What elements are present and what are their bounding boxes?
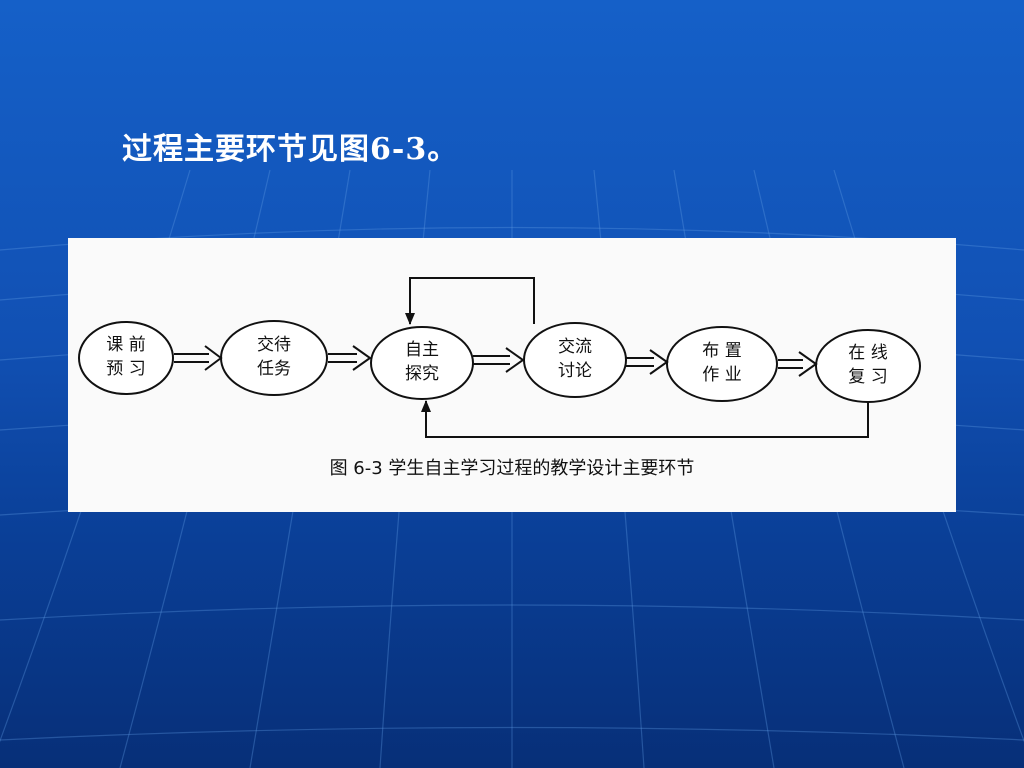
node-homework-line1: 布 置 [702, 341, 741, 361]
flow-arrow-3 [473, 347, 525, 373]
flow-arrow-1 [174, 345, 223, 371]
figure-caption: 图 6-3 学生自主学习过程的教学设计主要环节 [330, 458, 695, 479]
node-self-explore-line2: 探究 [405, 364, 439, 384]
node-homework-line2: 作 业 [702, 365, 741, 385]
feedback-loop-bottom [421, 400, 869, 438]
node-assign-task: 交待 任务 [220, 320, 328, 396]
node-discussion-line2: 讨论 [558, 361, 592, 381]
node-preview-line2: 预 习 [106, 359, 145, 379]
node-self-explore: 自主 探究 [370, 326, 474, 400]
node-online-review-line2: 复 习 [848, 367, 887, 387]
node-preview-line1: 课 前 [106, 335, 145, 355]
flow-arrow-4 [626, 349, 669, 375]
node-assign-task-line1: 交待 [257, 335, 291, 355]
node-online-review-line1: 在 线 [848, 343, 887, 363]
node-online-review: 在 线 复 习 [815, 329, 921, 403]
node-self-explore-line1: 自主 [405, 340, 439, 360]
feedback-loop-top [405, 277, 535, 325]
node-assign-task-line2: 任务 [257, 359, 291, 379]
node-discussion-line1: 交流 [558, 337, 592, 357]
node-homework: 布 置 作 业 [666, 326, 778, 402]
flow-arrow-2 [328, 345, 372, 371]
node-preview: 课 前 预 习 [78, 321, 174, 395]
figure-panel: 课 前 预 习 交待 任务 自主 探究 交流 讨论 布 置 作 业 在 线 复 … [68, 238, 956, 512]
flow-arrow-5 [778, 351, 818, 377]
node-discussion: 交流 讨论 [523, 322, 627, 398]
flow-diagram: 课 前 预 习 交待 任务 自主 探究 交流 讨论 布 置 作 业 在 线 复 … [78, 277, 921, 479]
slide-title: 过程主要环节见图6-3。 [122, 132, 459, 167]
